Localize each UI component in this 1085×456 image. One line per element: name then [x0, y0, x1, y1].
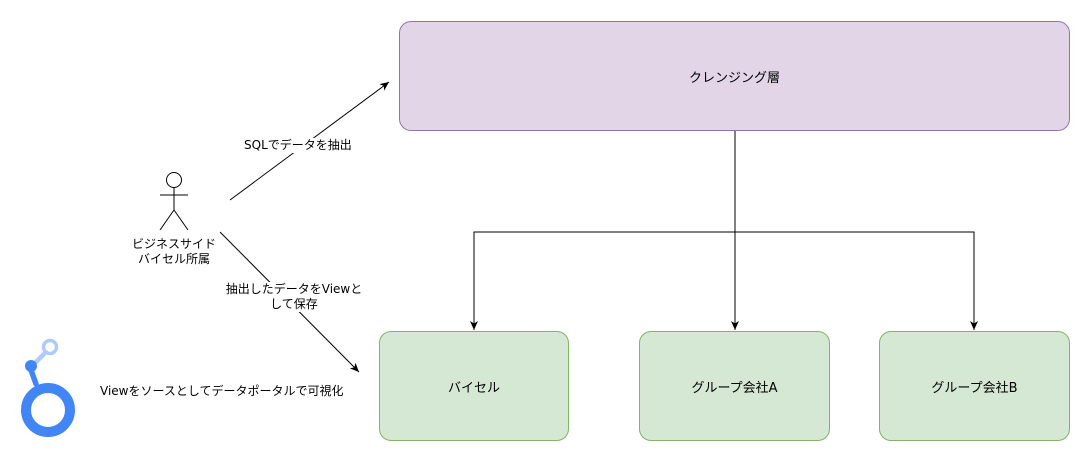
- group-b-label: グループ会社B: [931, 380, 1018, 396]
- edge-cleansing-to-baisel: [470, 231, 735, 330]
- edge-label-save-view-line1: 抽出したデータをViewと: [225, 282, 363, 296]
- edge-label-save-view: 抽出したデータをViewと して保存: [219, 282, 369, 312]
- looker-studio-logo: [21, 338, 75, 437]
- group-b-node[interactable]: グループ会社B: [879, 331, 1070, 441]
- annotation-text: Viewをソースとしてデータポータルで可視化: [100, 384, 344, 398]
- baisel-node[interactable]: バイセル: [379, 331, 569, 441]
- edge-label-sql-extract: SQLでデータを抽出: [244, 138, 352, 153]
- edge-cleansing-to-group-b: [735, 231, 978, 330]
- cleansing-layer-node[interactable]: クレンジング層: [399, 21, 1070, 131]
- group-a-node[interactable]: グループ会社A: [639, 331, 830, 441]
- actor-label-line2: バイセル所属: [137, 252, 210, 266]
- stick-figure-icon: [159, 172, 189, 231]
- cleansing-layer-label: クレンジング層: [688, 70, 780, 86]
- edge-label-save-view-line2: して保存: [270, 297, 318, 311]
- actor-label-line1: ビジネスサイド: [131, 237, 216, 251]
- actor-label: ビジネスサイド バイセル所属: [124, 237, 224, 267]
- group-a-label: グループ会社A: [691, 380, 778, 396]
- baisel-label: バイセル: [447, 380, 500, 396]
